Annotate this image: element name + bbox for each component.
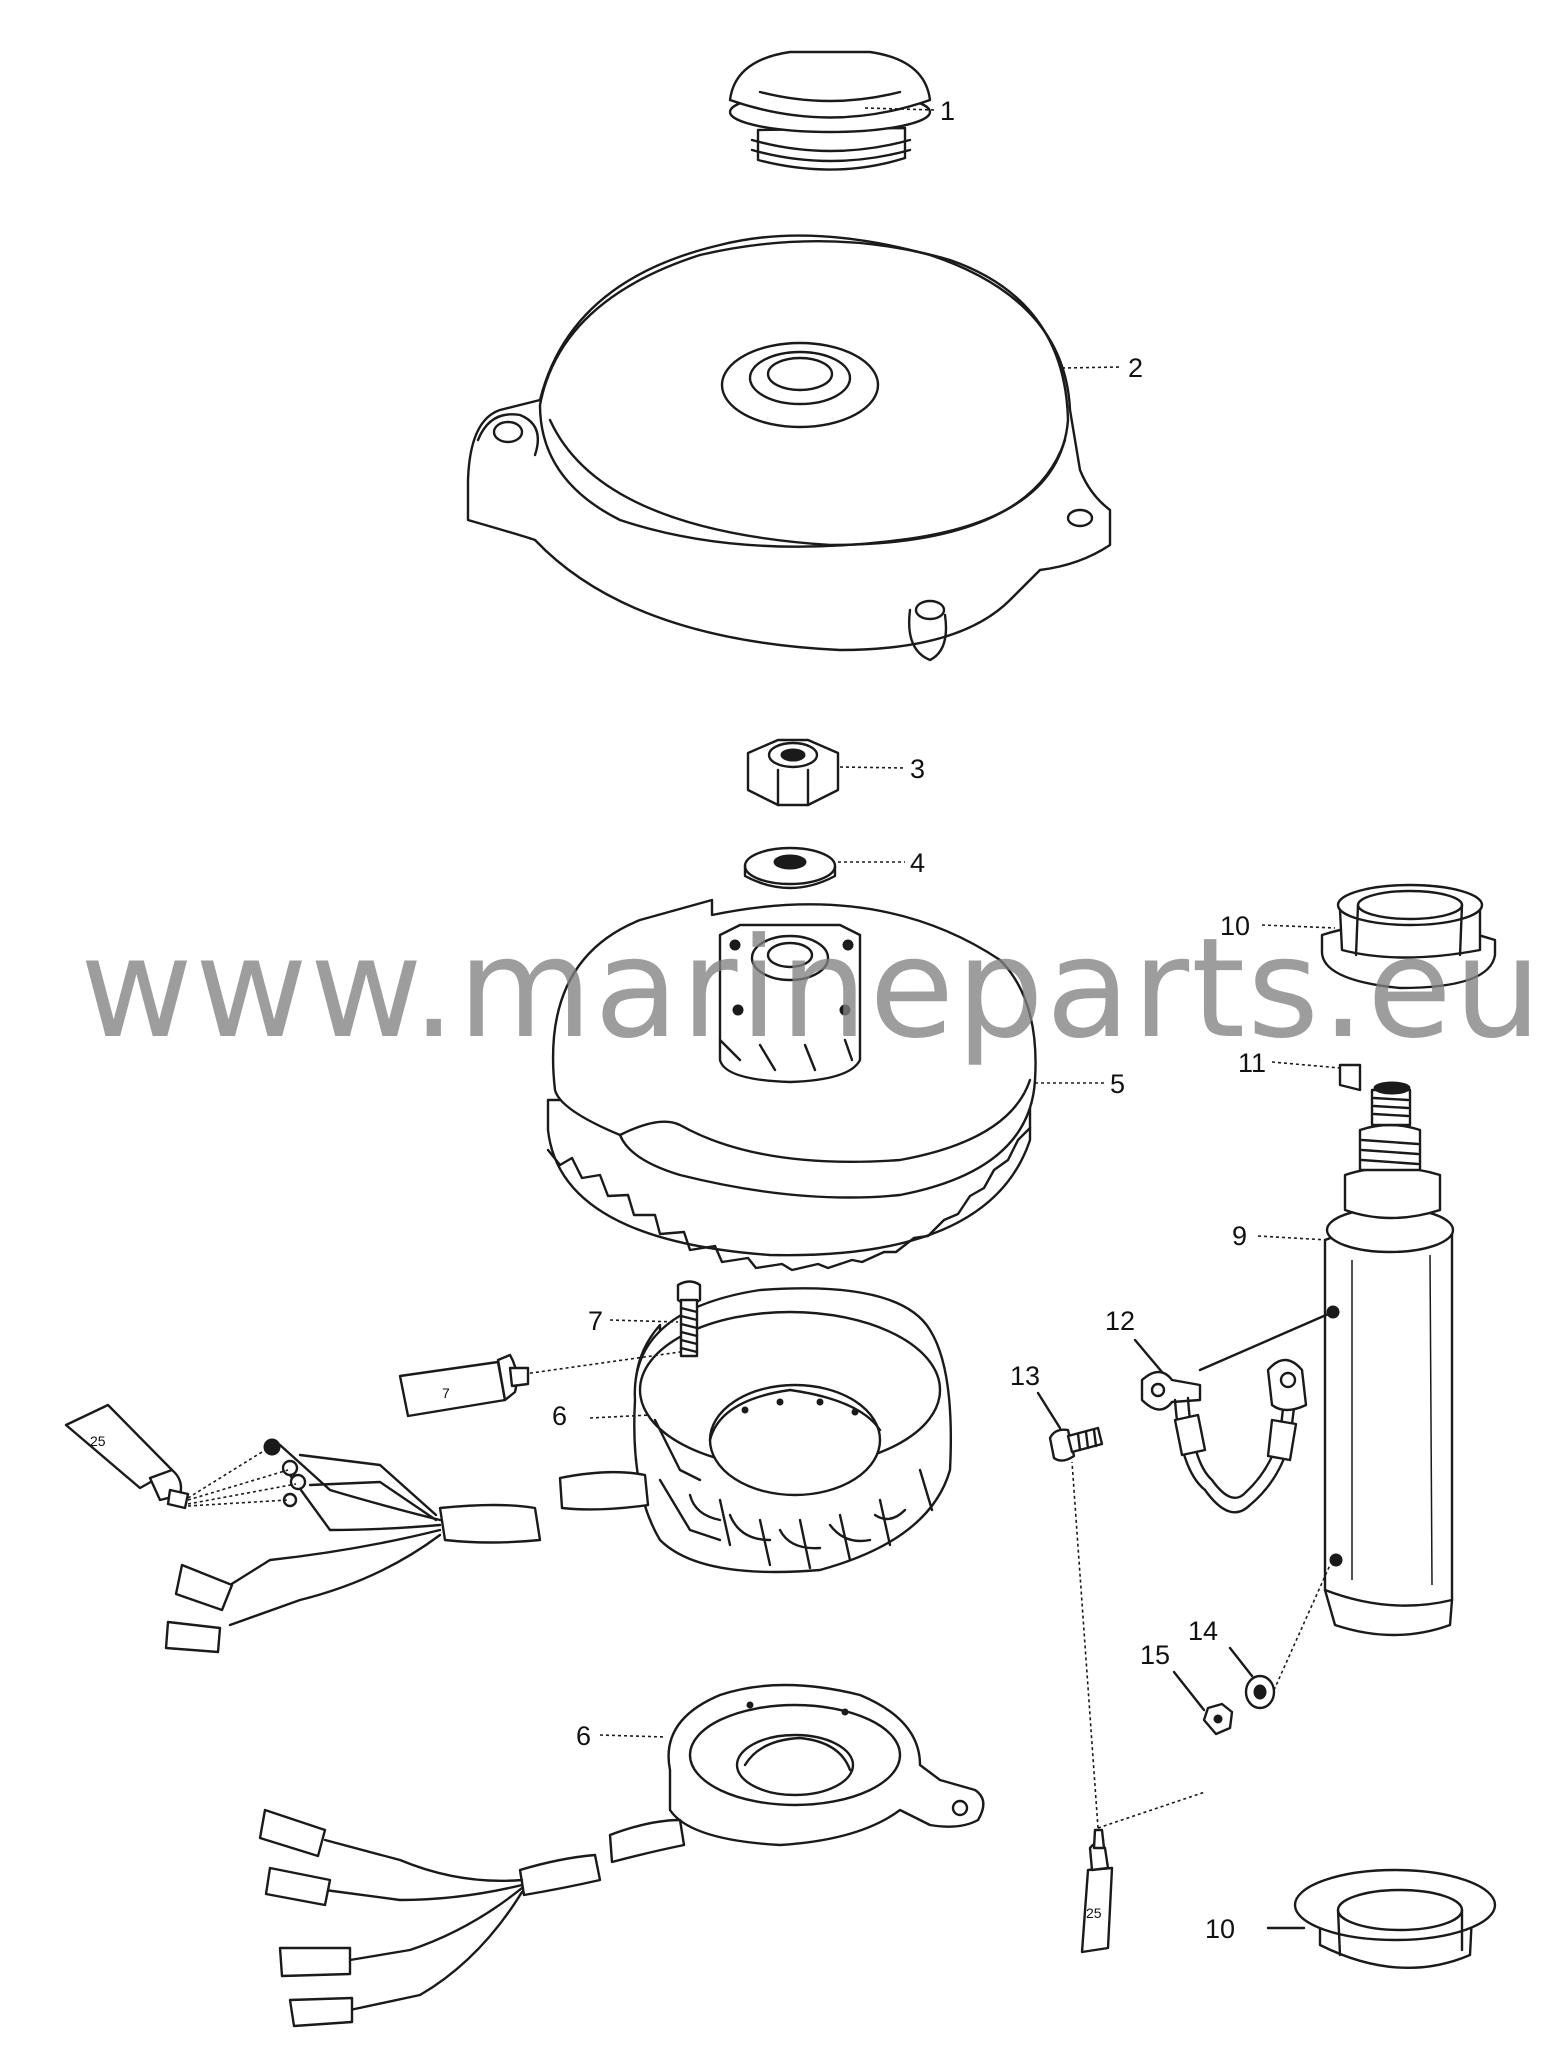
tube-label-25-lower: 25 — [1086, 1905, 1102, 1921]
stator-wire-harness-upper — [164, 1438, 442, 1654]
callout-6-stator: 6 — [552, 1401, 567, 1431]
part-6-trigger — [518, 1683, 985, 1897]
tube-labels: 7 25 25 — [90, 1385, 1102, 1921]
callout-14: 14 — [1188, 1616, 1218, 1646]
thread-locker-tube-7 — [398, 1353, 530, 1418]
callout-1: 1 — [940, 96, 955, 126]
sealant-tube-25-lower — [1071, 1461, 1206, 1954]
part-4-washer — [743, 846, 905, 890]
callout-6-trigger: 6 — [576, 1721, 591, 1751]
tube-label-7: 7 — [442, 1385, 450, 1401]
part-10-bushing-upper — [1261, 883, 1497, 990]
part-15-nut — [1172, 1670, 1234, 1736]
callout-11: 11 — [1238, 1048, 1266, 1078]
part-11-terminal-nut — [1271, 1061, 1362, 1092]
callout-15: 15 — [1140, 1640, 1170, 1670]
part-13-bolt — [1036, 1391, 1104, 1462]
part-12-cable — [1133, 1338, 1308, 1514]
callout-2: 2 — [1128, 353, 1143, 383]
trigger-wire-harness-lower — [258, 1808, 524, 2028]
tube-label-25-upper: 25 — [90, 1433, 106, 1449]
part-14-lockwasher — [1228, 1564, 1331, 1710]
callout-9: 9 — [1232, 1221, 1247, 1251]
callout-4: 4 — [910, 848, 925, 878]
callout-3: 3 — [910, 754, 925, 784]
callout-7: 7 — [588, 1306, 603, 1336]
part-2-flywheel-cover — [466, 234, 1121, 662]
callout-10-lower: 10 — [1205, 1914, 1235, 1944]
part-10-bushing-lower — [1266, 1868, 1497, 1969]
part-9-starter-motor — [1198, 1081, 1455, 1637]
callout-10-upper: 10 — [1220, 911, 1250, 941]
callout-13: 13 — [1010, 1361, 1040, 1391]
sealant-tube-25-upper — [64, 1403, 297, 1510]
callout-5: 5 — [1110, 1069, 1125, 1099]
callout-12: 12 — [1105, 1306, 1135, 1336]
part-5-flywheel — [546, 898, 1105, 1272]
callout-labels: 1 2 3 4 5 6 6 7 9 10 10 11 12 13 14 15 — [552, 96, 1266, 1944]
part-3-nut — [746, 738, 906, 807]
part-7-screw — [523, 1280, 702, 1375]
part-6-stator — [438, 1287, 953, 1574]
part-1-cap — [728, 50, 936, 171]
